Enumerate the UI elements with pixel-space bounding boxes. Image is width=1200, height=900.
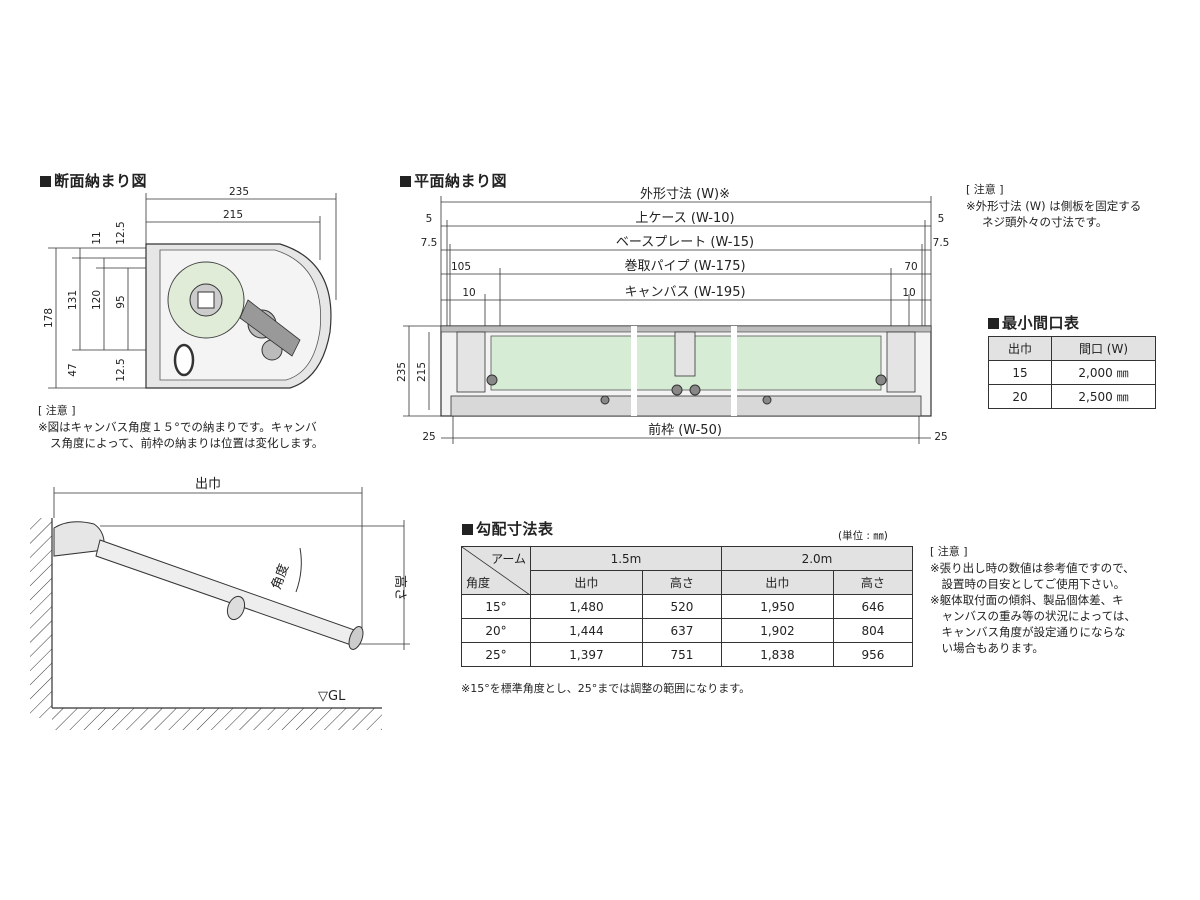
- dim-47: 47: [67, 363, 79, 376]
- gl-label: ▽GL: [318, 689, 346, 704]
- slope-footnote: ※15°を標準角度とし、25°までは調整の範囲になります。: [461, 682, 751, 695]
- dim-215: 215: [223, 209, 243, 221]
- dim-left-7-5: 7.5: [421, 237, 438, 249]
- dim-120: 120: [91, 290, 103, 310]
- dim-left-5: 5: [426, 213, 433, 225]
- sub-header: 出巾: [530, 570, 643, 595]
- min-table-cell: 2,500 ㎜: [1051, 384, 1156, 409]
- slope-heading: 勾配寸法表: [462, 518, 554, 539]
- dim-right-10: 10: [902, 287, 915, 299]
- sub-header: 高さ: [832, 570, 914, 595]
- side-view-diagram: 出巾 角度 高さ ▽GL: [30, 477, 410, 730]
- plan-diagram: 外形寸法 (W)※ 上ケース (W-10) ベースプレート (W-15) 巻取パ…: [396, 187, 950, 444]
- square-bullet-icon: [988, 318, 999, 329]
- dim-right-5: 5: [938, 213, 945, 225]
- dim-roll-pipe: 巻取パイプ (W-175): [624, 259, 745, 274]
- table-cell: 646: [832, 594, 914, 619]
- dim-left-105: 105: [451, 261, 471, 273]
- angle-header-label: 角度: [466, 576, 491, 590]
- min-table-header: 間口 (W): [1051, 336, 1156, 361]
- dim-12-5-top: 12.5: [115, 221, 127, 244]
- min-opening-heading: 最小間口表: [988, 312, 1080, 333]
- dim-12-5-bottom: 12.5: [115, 358, 127, 381]
- dim-235: 235: [229, 186, 249, 198]
- sub-header: 高さ: [641, 570, 722, 595]
- angle-cell: 15°: [461, 594, 531, 619]
- cross-section-diagram: 235 215 178 131 120 95 11 12.5 47 12.5: [43, 186, 337, 389]
- square-bullet-icon: [400, 176, 411, 187]
- plan-note: [ 注意 ] ※外形寸法 (W) は側板を固定する ネジ頭外々の寸法です。: [966, 183, 1142, 229]
- dim-upper-case: 上ケース (W-10): [635, 211, 734, 226]
- square-bullet-icon: [40, 176, 51, 187]
- cross-section-note: [ 注意 ] ※図はキャンバス角度１５°での納まりです。キャンバ ス角度によって…: [38, 404, 324, 450]
- table-row: 15° 1,480 520 1,950 646: [461, 594, 914, 619]
- dim-right-7-5: 7.5: [933, 237, 950, 249]
- unit-label: (単位 : ㎜): [838, 530, 888, 542]
- dim-outer: 外形寸法 (W)※: [640, 187, 730, 202]
- projection-label: 出巾: [195, 477, 221, 492]
- arm-2-0m-header: 2.0m: [720, 546, 914, 571]
- dim-front-frame: 前枠 (W-50): [648, 422, 722, 438]
- slope-note: [ 注意 ] ※張り出し時の数値は参考値ですので、 設置時の目安としてご使用下さ…: [930, 545, 1136, 655]
- slope-table: アーム 角度 1.5m 2.0m 出巾 高さ 出巾 高さ 15° 1,480 5…: [461, 546, 914, 667]
- table-cell: 1,444: [530, 618, 643, 643]
- plan-heading: 平面納まり図: [400, 170, 507, 191]
- table-cell: 1,480: [530, 594, 643, 619]
- arm-1-5m-header: 1.5m: [530, 546, 722, 571]
- dim-95: 95: [115, 295, 127, 308]
- table-cell: 1,902: [720, 618, 834, 643]
- table-cell: 520: [641, 594, 722, 619]
- table-cell: 1,950: [720, 594, 834, 619]
- cross-section-heading: 断面納まり図: [40, 170, 147, 191]
- angle-cell: 25°: [461, 642, 531, 667]
- min-table-cell: 2,000 ㎜: [1051, 360, 1156, 385]
- min-table-cell: 20: [988, 384, 1052, 409]
- dim-11: 11: [91, 231, 103, 244]
- min-table-header: 出巾: [988, 336, 1052, 361]
- dim-height-215: 215: [416, 362, 428, 382]
- dim-131: 131: [67, 290, 79, 310]
- height-label: 高さ: [392, 575, 408, 601]
- table-cell: 637: [641, 618, 722, 643]
- angle-label: 角度: [268, 562, 292, 592]
- table-cell: 1,838: [720, 642, 834, 667]
- dim-left-25: 25: [422, 431, 435, 443]
- dim-right-25: 25: [934, 431, 947, 443]
- dim-canvas: キャンバス (W-195): [624, 285, 745, 300]
- square-bullet-icon: [462, 524, 473, 535]
- table-cell: 804: [832, 618, 914, 643]
- diagonal-divider: [462, 547, 530, 595]
- min-opening-table: 出巾 間口 (W) 15 2,000 ㎜ 20 2,500 ㎜: [988, 336, 1156, 409]
- min-table-cell: 15: [988, 360, 1052, 385]
- dim-base-plate: ベースプレート (W-15): [616, 235, 754, 250]
- sub-header: 出巾: [720, 570, 834, 595]
- angle-cell: 20°: [461, 618, 531, 643]
- dim-left-10: 10: [462, 287, 475, 299]
- table-row: 25° 1,397 751 1,838 956: [461, 642, 914, 667]
- table-cell: 1,397: [530, 642, 643, 667]
- arm-angle-corner: アーム 角度: [461, 546, 531, 595]
- table-cell: 956: [832, 642, 914, 667]
- table-cell: 751: [641, 642, 722, 667]
- dim-right-70: 70: [904, 261, 917, 273]
- dim-178: 178: [43, 308, 55, 328]
- dim-height-235: 235: [396, 362, 408, 382]
- table-row: 20° 1,444 637 1,902 804: [461, 618, 914, 643]
- arm-label: アーム: [491, 552, 526, 566]
